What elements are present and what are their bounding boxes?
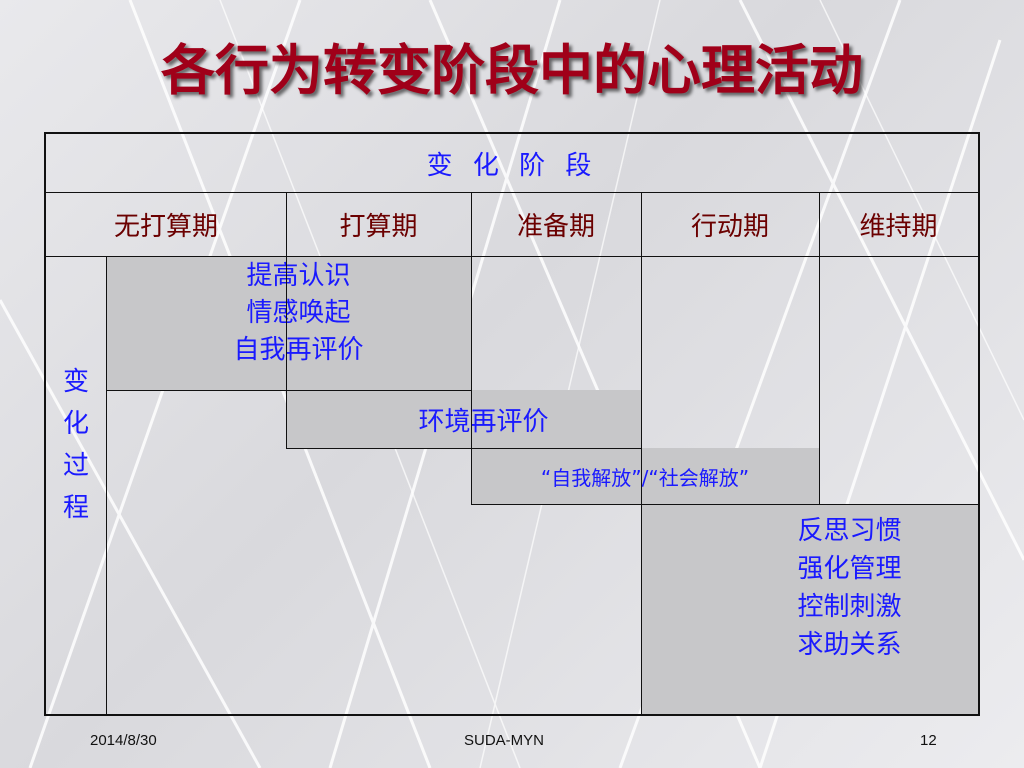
grid-line bbox=[286, 448, 641, 449]
footer-page-number: 12 bbox=[920, 732, 937, 749]
process-cognitive: 提高认识 情感唤起 自我再评价 bbox=[106, 256, 471, 390]
grid-line bbox=[471, 192, 472, 504]
slide-title: 各行为转变阶段中的心理活动 bbox=[161, 38, 863, 102]
grid-line bbox=[471, 504, 978, 505]
process-env-reevaluation: 环境再评价 bbox=[286, 390, 641, 448]
stage-maintenance: 维持期 bbox=[859, 211, 938, 242]
process-behavioral: 反思习惯 强化管理 控制刺激 求助关系 bbox=[641, 504, 978, 714]
stage-span-header: 变 化 阶 段 bbox=[426, 150, 598, 181]
stage-action: 行动期 bbox=[690, 211, 769, 242]
grid-line bbox=[641, 192, 642, 714]
grid-line bbox=[46, 192, 978, 193]
process-row-label: 变 化 过 程 bbox=[62, 367, 89, 523]
grid-line bbox=[819, 192, 820, 504]
grid-line bbox=[106, 390, 471, 391]
grid-line bbox=[46, 256, 978, 257]
stage-preparation: 准备期 bbox=[516, 211, 595, 242]
stage-contemplation: 打算期 bbox=[339, 211, 418, 242]
footer-author: SUDA-MYN bbox=[464, 732, 545, 749]
stage-precontemplation: 无打算期 bbox=[113, 211, 218, 242]
grid-line bbox=[106, 256, 107, 714]
stages-table: 变 化 阶 段 无打算期 打算期 准备期 行动期 维持期 变 化 过 程 提高认… bbox=[44, 132, 980, 716]
process-liberation: “自我解放”/“社会解放” bbox=[471, 448, 819, 504]
grid-line bbox=[286, 192, 287, 448]
footer-date: 2014/8/30 bbox=[90, 732, 157, 749]
